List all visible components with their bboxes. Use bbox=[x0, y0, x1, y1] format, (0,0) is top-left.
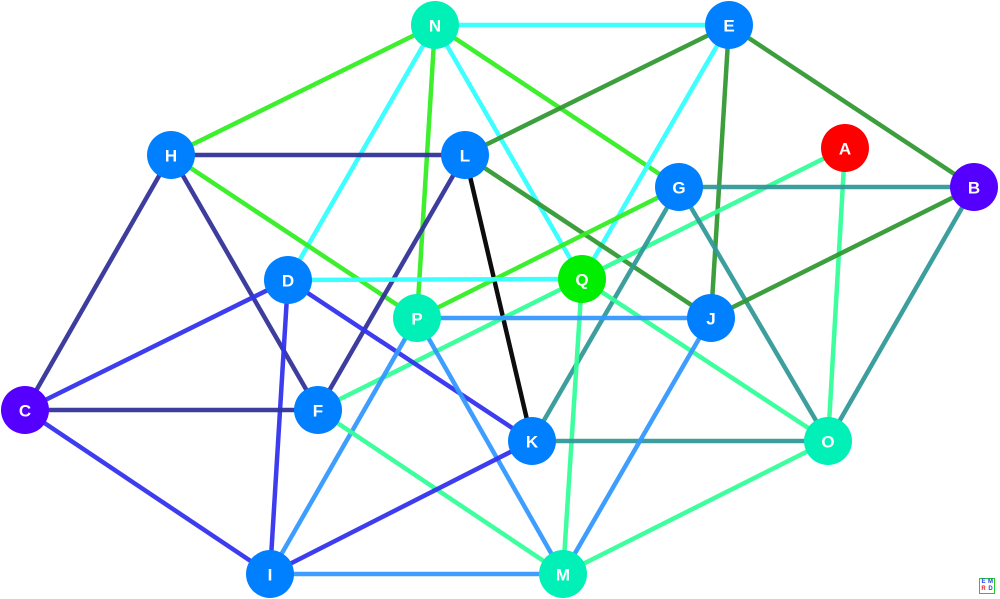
node-H[interactable]: H bbox=[147, 131, 195, 179]
edge-G-P bbox=[415, 184, 681, 321]
node-circle bbox=[687, 294, 735, 342]
edge-N-Q bbox=[433, 23, 584, 281]
edge-N-G bbox=[433, 23, 681, 189]
edge-E-J bbox=[708, 24, 732, 319]
node-J[interactable]: J bbox=[687, 294, 735, 342]
node-circle bbox=[147, 131, 195, 179]
node-circle bbox=[246, 550, 294, 598]
edge-D-I bbox=[267, 279, 291, 575]
node-K[interactable]: K bbox=[508, 417, 556, 465]
node-label: N bbox=[429, 17, 441, 36]
edge-N-P bbox=[414, 24, 438, 319]
node-F[interactable]: F bbox=[294, 386, 342, 434]
logo-letter: E bbox=[981, 579, 986, 585]
node-label: A bbox=[839, 140, 851, 159]
node-G[interactable]: G bbox=[655, 163, 703, 211]
node-label: Q bbox=[575, 271, 588, 290]
edge-D-K bbox=[286, 278, 534, 443]
node-circle bbox=[558, 255, 606, 303]
node-circle bbox=[294, 386, 342, 434]
node-circle bbox=[508, 417, 556, 465]
node-C[interactable]: C bbox=[1, 386, 49, 434]
edge-L-K bbox=[462, 154, 535, 442]
node-circle bbox=[821, 124, 869, 172]
edge-P-M bbox=[415, 316, 565, 576]
node-label: D bbox=[282, 272, 294, 291]
edge-Q-M bbox=[560, 278, 585, 575]
edge-D-Q bbox=[287, 276, 583, 283]
logo: E M R D bbox=[979, 578, 995, 594]
edge-G-K bbox=[530, 185, 681, 443]
node-O[interactable]: O bbox=[804, 417, 852, 465]
node-label: K bbox=[526, 433, 539, 452]
edge-K-I bbox=[268, 438, 534, 577]
edge-H-P bbox=[169, 153, 419, 320]
node-A[interactable]: A bbox=[821, 124, 869, 172]
edge-L-F bbox=[316, 153, 467, 412]
edge-O-M bbox=[561, 438, 830, 577]
node-label: M bbox=[556, 566, 570, 585]
node-circle bbox=[705, 1, 753, 49]
edge-E-B bbox=[727, 23, 976, 189]
node-circle bbox=[950, 163, 998, 211]
node-circle bbox=[264, 256, 312, 304]
node-circle bbox=[411, 1, 459, 49]
node-label: C bbox=[19, 402, 31, 421]
node-M[interactable]: M bbox=[539, 550, 587, 598]
node-circle bbox=[441, 131, 489, 179]
node-L[interactable]: L bbox=[441, 131, 489, 179]
node-circle bbox=[804, 417, 852, 465]
edge-N-D bbox=[286, 23, 437, 282]
edge-E-Q bbox=[580, 23, 731, 281]
edge-Q-O bbox=[580, 277, 830, 443]
node-B[interactable]: B bbox=[950, 163, 998, 211]
logo-letter: D bbox=[988, 586, 993, 592]
edge-B-O bbox=[826, 185, 976, 443]
node-P[interactable]: P bbox=[393, 294, 441, 342]
node-D[interactable]: D bbox=[264, 256, 312, 304]
node-label: I bbox=[268, 566, 273, 585]
node-Q[interactable]: Q bbox=[558, 255, 606, 303]
logo-letter: R bbox=[981, 586, 986, 592]
node-I[interactable]: I bbox=[246, 550, 294, 598]
node-circle bbox=[393, 294, 441, 342]
edge-B-J bbox=[709, 184, 976, 321]
edge-C-I bbox=[23, 408, 272, 576]
edge-A-O bbox=[825, 147, 848, 442]
edge-L-J bbox=[463, 153, 713, 320]
node-label: P bbox=[411, 310, 422, 329]
edge-J-M bbox=[561, 316, 713, 576]
node-label: H bbox=[165, 147, 177, 166]
node-E[interactable]: E bbox=[705, 1, 753, 49]
node-label: E bbox=[723, 17, 734, 36]
node-label: F bbox=[313, 402, 323, 421]
edge-H-C bbox=[23, 153, 173, 412]
logo-letter: M bbox=[988, 579, 993, 585]
node-label: O bbox=[821, 433, 834, 452]
edge-N-H bbox=[170, 22, 436, 158]
node-label: L bbox=[460, 147, 470, 166]
edge-E-L bbox=[464, 22, 730, 158]
node-label: B bbox=[968, 179, 980, 198]
node-label: G bbox=[672, 179, 685, 198]
edge-F-M bbox=[316, 408, 565, 576]
node-N[interactable]: N bbox=[411, 1, 459, 49]
node-circle bbox=[1, 386, 49, 434]
edge-D-C bbox=[24, 277, 289, 413]
node-label: J bbox=[706, 310, 715, 329]
edge-G-O bbox=[677, 185, 830, 443]
edge-H-F bbox=[169, 153, 320, 412]
node-circle bbox=[539, 550, 587, 598]
edge-P-I bbox=[268, 316, 419, 576]
node-circle bbox=[655, 163, 703, 211]
